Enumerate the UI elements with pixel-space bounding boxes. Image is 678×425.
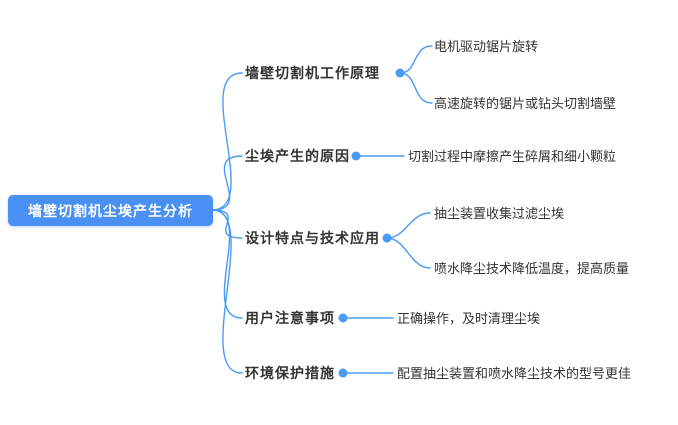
root-node[interactable]: 墙壁切割机尘埃产生分析 — [8, 195, 213, 226]
child-label-dust-extraction[interactable]: 抽尘装置收集过滤尘埃 — [434, 206, 565, 221]
connector-root-branch5 — [211, 209, 243, 374]
branch-label-dust-causes[interactable]: 尘埃产生的原因 — [245, 148, 350, 164]
child-label-high-speed-cutting[interactable]: 高速旋转的锯片或钻头切割墙壁 — [434, 96, 617, 111]
connector-root-branch3 — [211, 209, 243, 239]
connector-branch1-child2 — [399, 72, 433, 104]
connector-branch3-child1 — [386, 212, 431, 239]
connector-branch1-child1 — [399, 45, 433, 74]
branch5-dot[interactable] — [338, 368, 348, 378]
connector-root-branch1 — [211, 72, 243, 211]
branch-label-environment[interactable]: 环境保护措施 — [245, 365, 335, 381]
branch2-dot[interactable] — [351, 151, 361, 161]
child-label-motor-drive[interactable]: 电机驱动锯片旋转 — [434, 39, 539, 54]
branch1-dot[interactable] — [395, 68, 405, 78]
child-label-correct-operation[interactable]: 正确操作，及时清理尘埃 — [397, 311, 541, 326]
child-label-friction-debris[interactable]: 切割过程中摩擦产生碎屑和细小颗粒 — [408, 149, 617, 164]
branch4-dot[interactable] — [338, 313, 348, 323]
branch-label-user-notes[interactable]: 用户注意事项 — [245, 310, 335, 326]
child-label-water-spray[interactable]: 喷水降尘技术降低温度，提高质量 — [434, 261, 630, 276]
branch3-dot[interactable] — [382, 233, 392, 243]
child-label-equipped-model[interactable]: 配置抽尘装置和喷水降尘技术的型号更佳 — [397, 366, 632, 381]
connector-branch3-child2 — [386, 237, 431, 269]
connector-root-branch2 — [211, 155, 243, 211]
branch-label-working-principle[interactable]: 墙壁切割机工作原理 — [245, 65, 380, 81]
branch-label-design-tech[interactable]: 设计特点与技术应用 — [245, 230, 380, 246]
